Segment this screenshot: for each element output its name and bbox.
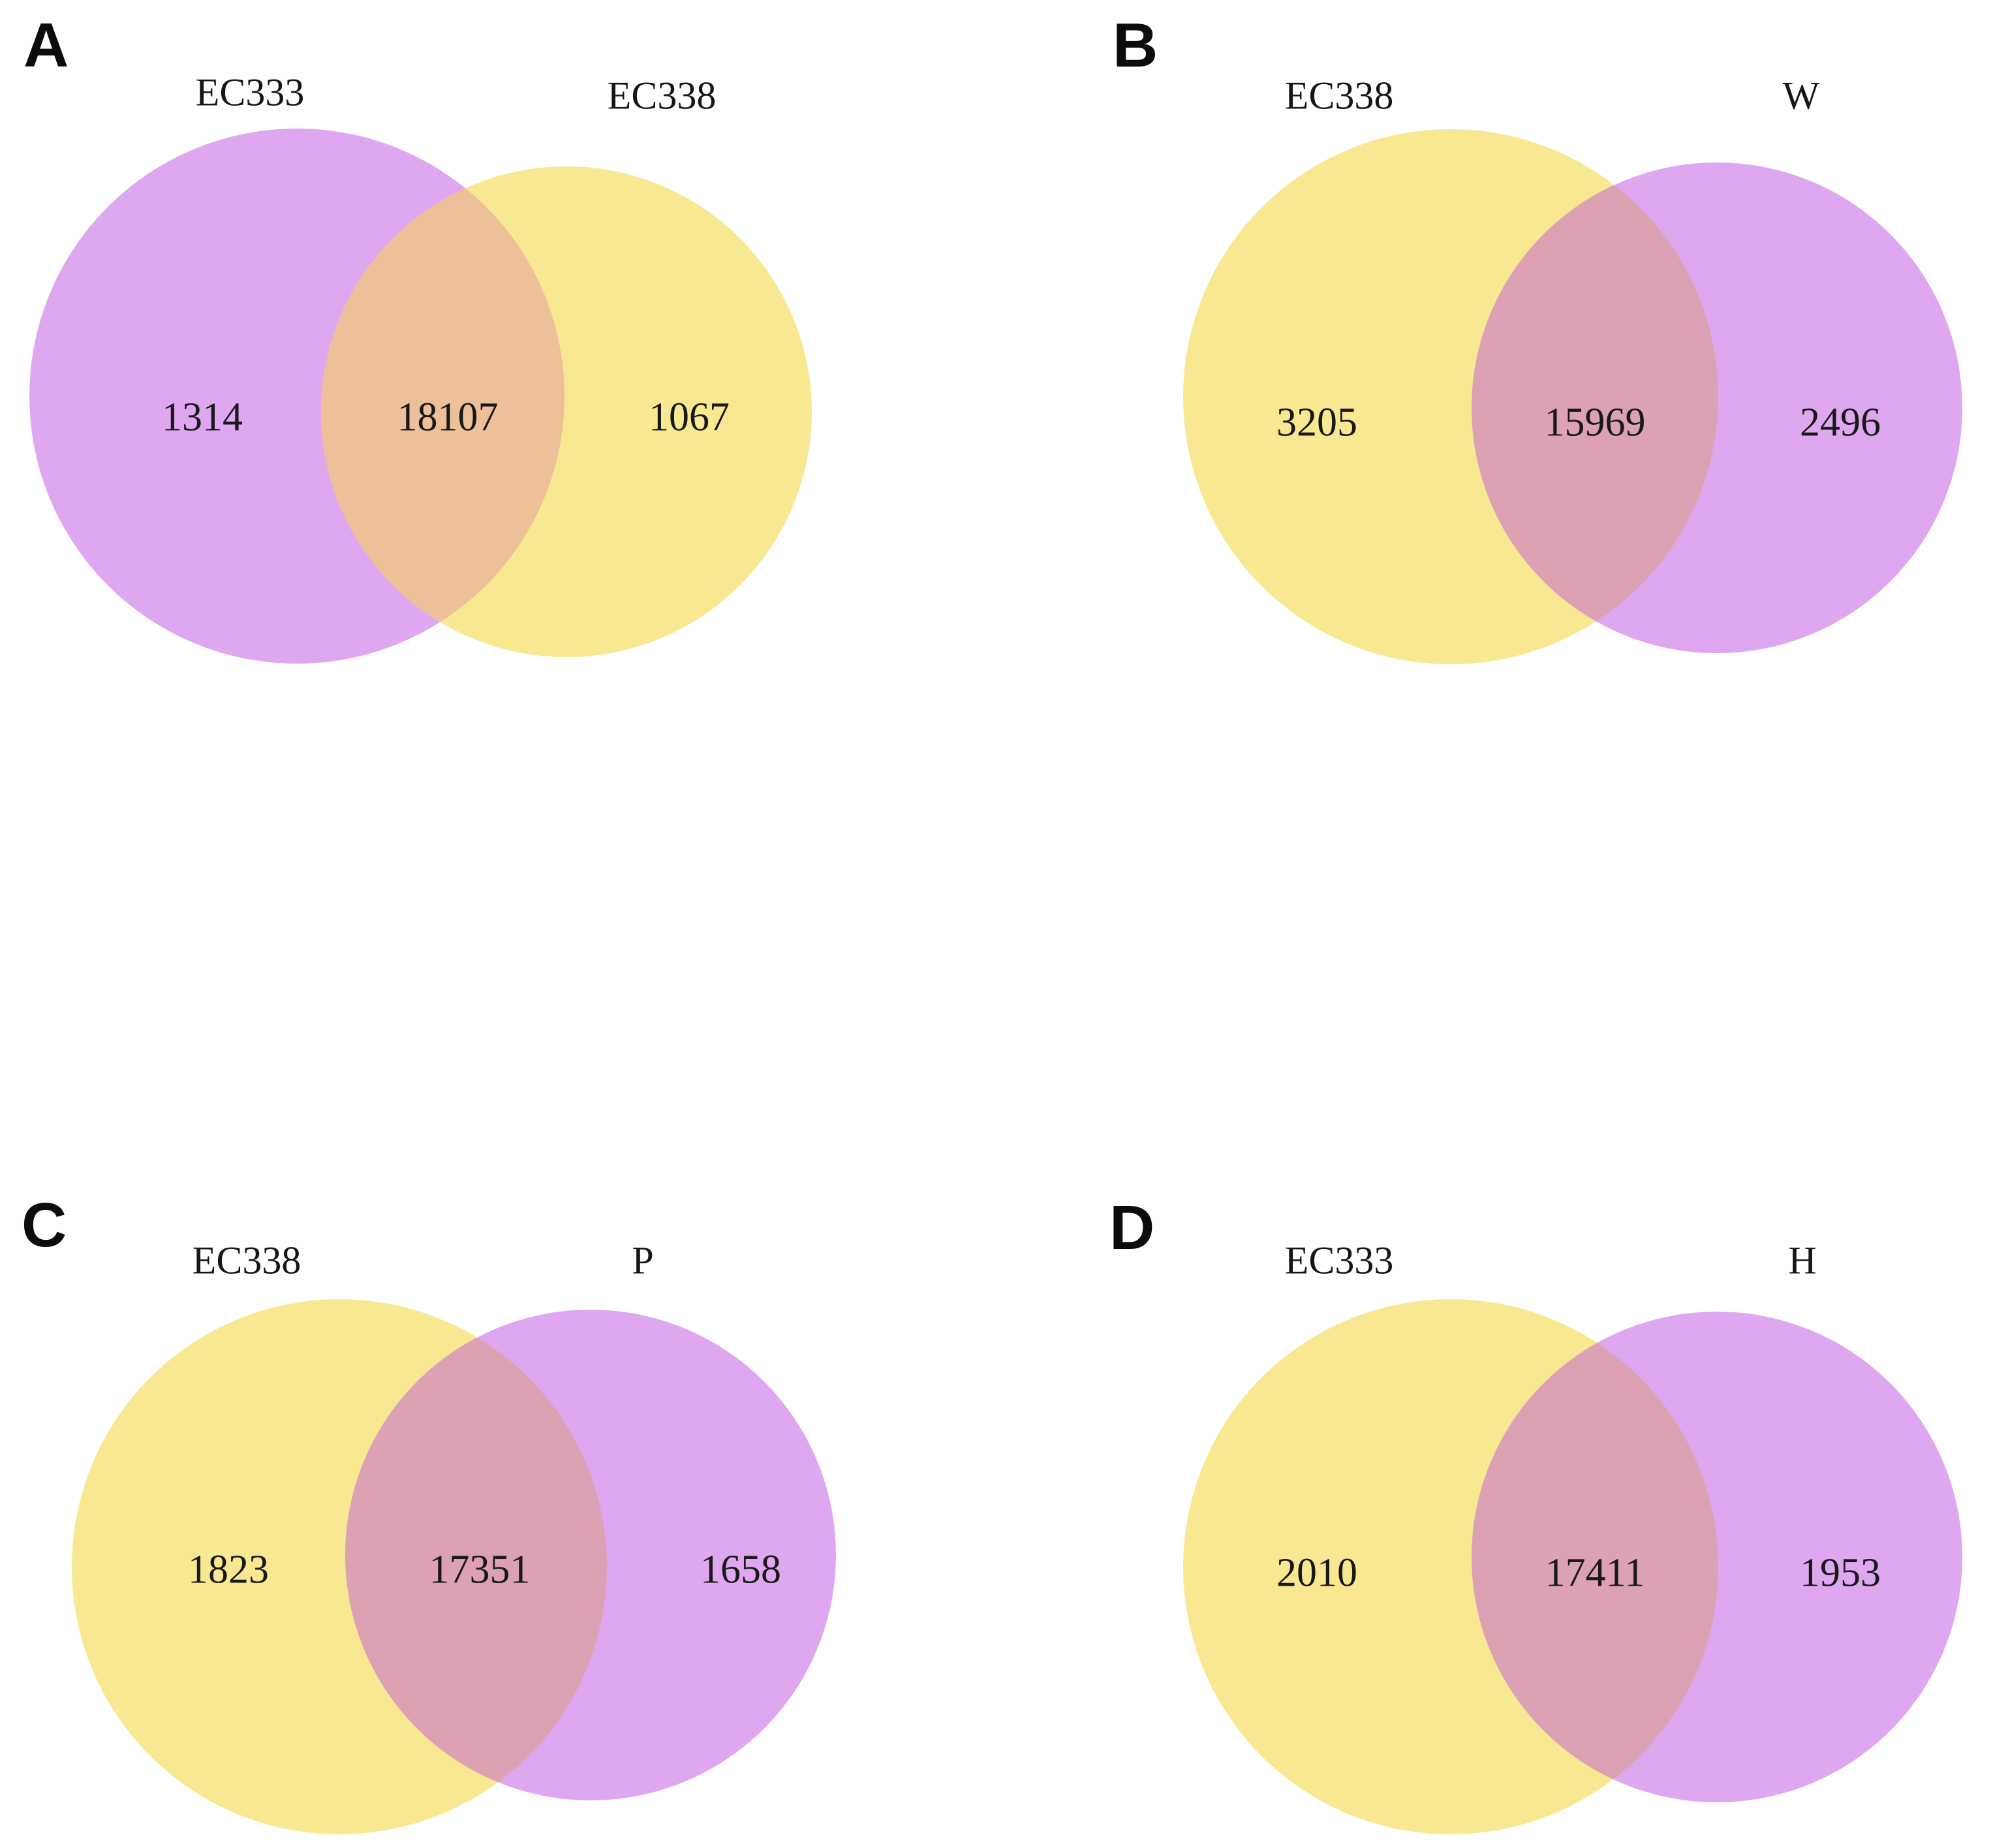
panel-letter: A (23, 10, 69, 80)
venn-diagram-a (29, 129, 812, 664)
left-only-count: 3205 (1276, 400, 1357, 445)
venn-diagram-c (72, 1299, 836, 1834)
panel-a: A EC333 EC338 1314 18107 1067 (0, 0, 1004, 924)
right-set-label: W (1782, 74, 1820, 117)
intersection-count: 17411 (1545, 1550, 1645, 1595)
right-only-count: 1658 (700, 1547, 781, 1592)
panel-letter: D (1109, 1193, 1155, 1263)
panel-d: D EC333 H 2010 17411 1953 (1004, 924, 2007, 1848)
panel-b: B EC338 W 3205 15969 2496 (1004, 0, 2007, 924)
panel-letter: B (1113, 10, 1158, 80)
right-only-count: 1953 (1800, 1550, 1881, 1595)
right-set-label: P (632, 1239, 654, 1282)
intersection-count: 17351 (429, 1547, 531, 1592)
left-only-count: 2010 (1276, 1550, 1357, 1595)
venn-diagram-d (1183, 1299, 1962, 1834)
right-set-label: EC338 (607, 74, 717, 117)
right-set-label: H (1788, 1239, 1817, 1282)
panel-letter: C (22, 1190, 67, 1260)
right-only-count: 2496 (1800, 400, 1881, 445)
left-only-count: 1314 (162, 395, 243, 440)
intersection-count: 18107 (397, 395, 499, 440)
left-set-label: EC338 (192, 1239, 301, 1282)
left-only-count: 1823 (188, 1547, 269, 1592)
venn-diagram-b (1183, 129, 1962, 664)
left-set-label: EC333 (1284, 1239, 1394, 1282)
left-set-label: EC338 (1284, 74, 1394, 117)
right-only-count: 1067 (649, 395, 730, 440)
left-set-label: EC333 (195, 70, 305, 114)
panel-c: C EC338 P 1823 17351 1658 (0, 924, 1004, 1848)
intersection-count: 15969 (1544, 400, 1646, 445)
